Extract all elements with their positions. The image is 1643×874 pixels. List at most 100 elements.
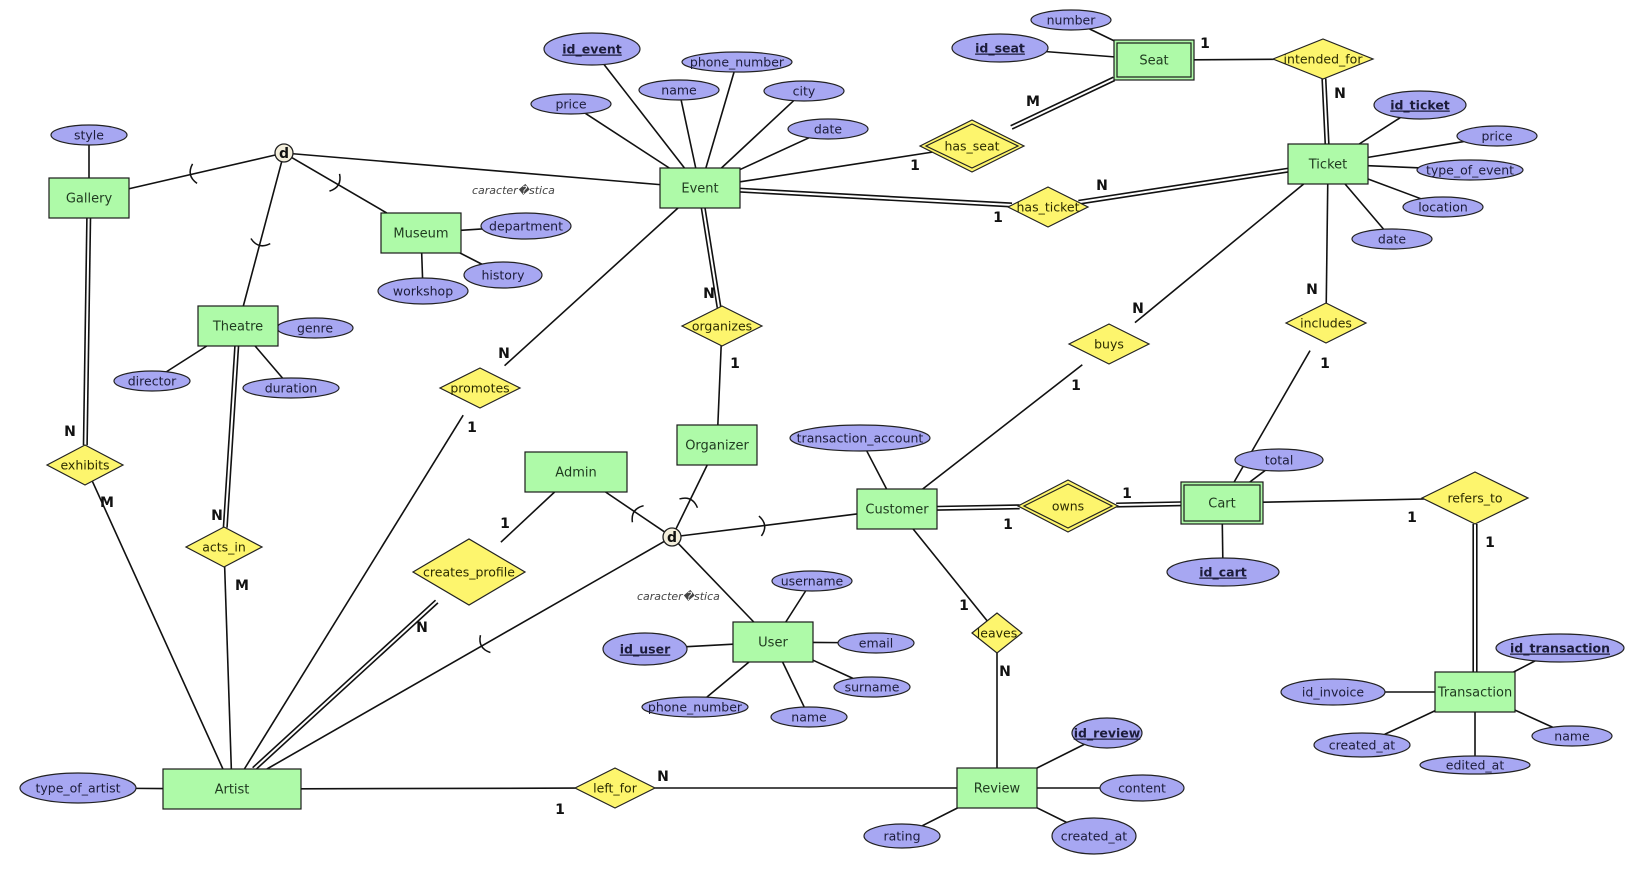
attribute-location[interactable]: location [1402, 196, 1484, 218]
attribute-surname[interactable]: surname [833, 676, 911, 698]
entity-event[interactable]: Event [659, 167, 741, 209]
relationship-label: leaves [977, 626, 1017, 641]
entity-theatre[interactable]: Theatre [197, 305, 279, 347]
entity-user[interactable]: User [732, 621, 814, 663]
entity-artist[interactable]: Artist [162, 768, 302, 810]
attribute-link [1514, 709, 1554, 728]
connection-cart-refers_to [1262, 498, 1425, 503]
attribute-phone_number_u[interactable]: phone_number [641, 696, 749, 718]
attribute-link [785, 590, 807, 623]
attribute-edited_at[interactable]: edited_at [1419, 755, 1531, 775]
attribute-id_transaction[interactable]: id_transaction [1495, 633, 1625, 663]
entity-customer[interactable]: Customer [856, 488, 938, 530]
attribute-content[interactable]: content [1099, 774, 1185, 802]
relationship-promotes[interactable]: promotes [438, 367, 522, 409]
attribute-id_user[interactable]: id_user [602, 632, 688, 666]
relationship-label: creates_profile [423, 565, 515, 580]
attribute-id_cart[interactable]: id_cart [1166, 557, 1280, 587]
attribute-history[interactable]: history [463, 261, 543, 289]
disjoint-label: d [667, 530, 677, 546]
attribute-date_t[interactable]: date [1351, 228, 1433, 250]
entity-museum[interactable]: Museum [380, 212, 462, 254]
cardinality-label: N [498, 346, 510, 362]
attribute-name_ev[interactable]: name [638, 79, 720, 101]
relationship-includes[interactable]: includes [1284, 302, 1368, 344]
attribute-phone_number_ev[interactable]: phone_number [681, 51, 793, 73]
attribute-department[interactable]: department [480, 212, 572, 240]
attribute-created_at_t[interactable]: created_at [1313, 732, 1411, 758]
attribute-username[interactable]: username [771, 570, 853, 592]
attribute-label: director [128, 374, 177, 389]
attribute-id_review[interactable]: id_review [1071, 717, 1143, 749]
relationship-owns[interactable]: owns [1016, 479, 1120, 533]
attribute-created_at_r[interactable]: created_at [1051, 817, 1137, 855]
attribute-email[interactable]: email [837, 632, 915, 654]
attribute-genre[interactable]: genre [276, 317, 354, 339]
attribute-transaction_account[interactable]: transaction_account [789, 424, 931, 452]
entity-label: Gallery [66, 192, 113, 207]
attribute-name_tr[interactable]: name [1531, 725, 1613, 747]
entity-organizer[interactable]: Organizer [676, 424, 758, 466]
entity-cart[interactable]: Cart [1180, 481, 1264, 525]
disjoint-node-d_places[interactable]: d [274, 143, 294, 163]
attribute-label: transaction_account [797, 431, 924, 446]
relationship-refers_to[interactable]: refers_to [1420, 471, 1530, 525]
attribute-number[interactable]: number [1030, 9, 1112, 31]
attribute-date_ev[interactable]: date [787, 118, 869, 140]
entity-admin[interactable]: Admin [524, 451, 628, 493]
connection-admin-d_users [605, 491, 665, 533]
connection-event-organizes [700, 207, 722, 308]
connection-artist-promotes [243, 414, 464, 770]
entity-ticket[interactable]: Ticket [1287, 143, 1369, 185]
attribute-rating[interactable]: rating [863, 823, 941, 849]
relationship-organizes[interactable]: organizes [680, 305, 764, 347]
cardinality-label: 1 [1485, 535, 1495, 551]
attribute-id_ticket[interactable]: id_ticket [1373, 90, 1467, 120]
relationship-creates_profile[interactable]: creates_profile [411, 538, 527, 606]
attribute-id_invoice[interactable]: id_invoice [1280, 678, 1386, 706]
relationship-intended_for[interactable]: intended_for [1271, 38, 1375, 80]
entity-transaction[interactable]: Transaction [1434, 671, 1516, 713]
relationship-has_seat[interactable]: has_seat [918, 119, 1026, 173]
attribute-link [166, 345, 208, 373]
relationship-buys[interactable]: buys [1067, 323, 1151, 365]
attribute-workshop[interactable]: workshop [377, 277, 469, 305]
entity-seat[interactable]: Seat [1113, 39, 1195, 81]
attribute-label: genre [297, 321, 333, 336]
connection-event-has_ticket [739, 187, 1013, 208]
cardinality-label: N [1096, 178, 1108, 194]
relationship-acts_in[interactable]: acts_in [184, 526, 264, 568]
attribute-id_seat[interactable]: id_seat [951, 33, 1049, 63]
relationship-leaves[interactable]: leaves [971, 612, 1023, 654]
relationship-left_for[interactable]: left_for [573, 767, 657, 809]
attribute-link [1036, 807, 1067, 824]
cardinality-label: 1 [910, 158, 920, 174]
attribute-style[interactable]: style [50, 124, 128, 146]
disjoint-node-d_users[interactable]: d [662, 527, 682, 547]
attribute-type_of_artist[interactable]: type_of_artist [19, 772, 137, 804]
attribute-type_of_event[interactable]: type_of_event [1416, 159, 1524, 181]
attribute-name_u[interactable]: name [770, 706, 848, 728]
cardinality-label: M [100, 495, 114, 511]
relationship-exhibits[interactable]: exhibits [45, 444, 125, 486]
entity-label: Seat [1139, 54, 1168, 69]
cardinality-label: N [999, 664, 1011, 680]
attribute-total[interactable]: total [1234, 448, 1324, 472]
attribute-id_event[interactable]: id_event [543, 32, 641, 66]
connection-cart-owns [1116, 501, 1182, 508]
entity-review[interactable]: Review [956, 767, 1038, 809]
attribute-price_t[interactable]: price [1456, 125, 1538, 147]
attribute-link [812, 659, 854, 680]
attribute-price_ev[interactable]: price [530, 93, 612, 115]
attribute-label: id_ticket [1390, 98, 1450, 114]
attribute-duration[interactable]: duration [242, 377, 340, 399]
attribute-label: id_user [620, 642, 671, 658]
attribute-label: price [555, 97, 586, 112]
relationship-has_ticket[interactable]: has_ticket [1006, 186, 1090, 228]
attribute-city[interactable]: city [763, 80, 845, 102]
attribute-label: phone_number [648, 700, 743, 715]
entity-gallery[interactable]: Gallery [48, 177, 130, 219]
attribute-director[interactable]: director [113, 370, 191, 392]
connection-artist-left_for [300, 787, 576, 790]
attribute-label: location [1418, 200, 1468, 215]
